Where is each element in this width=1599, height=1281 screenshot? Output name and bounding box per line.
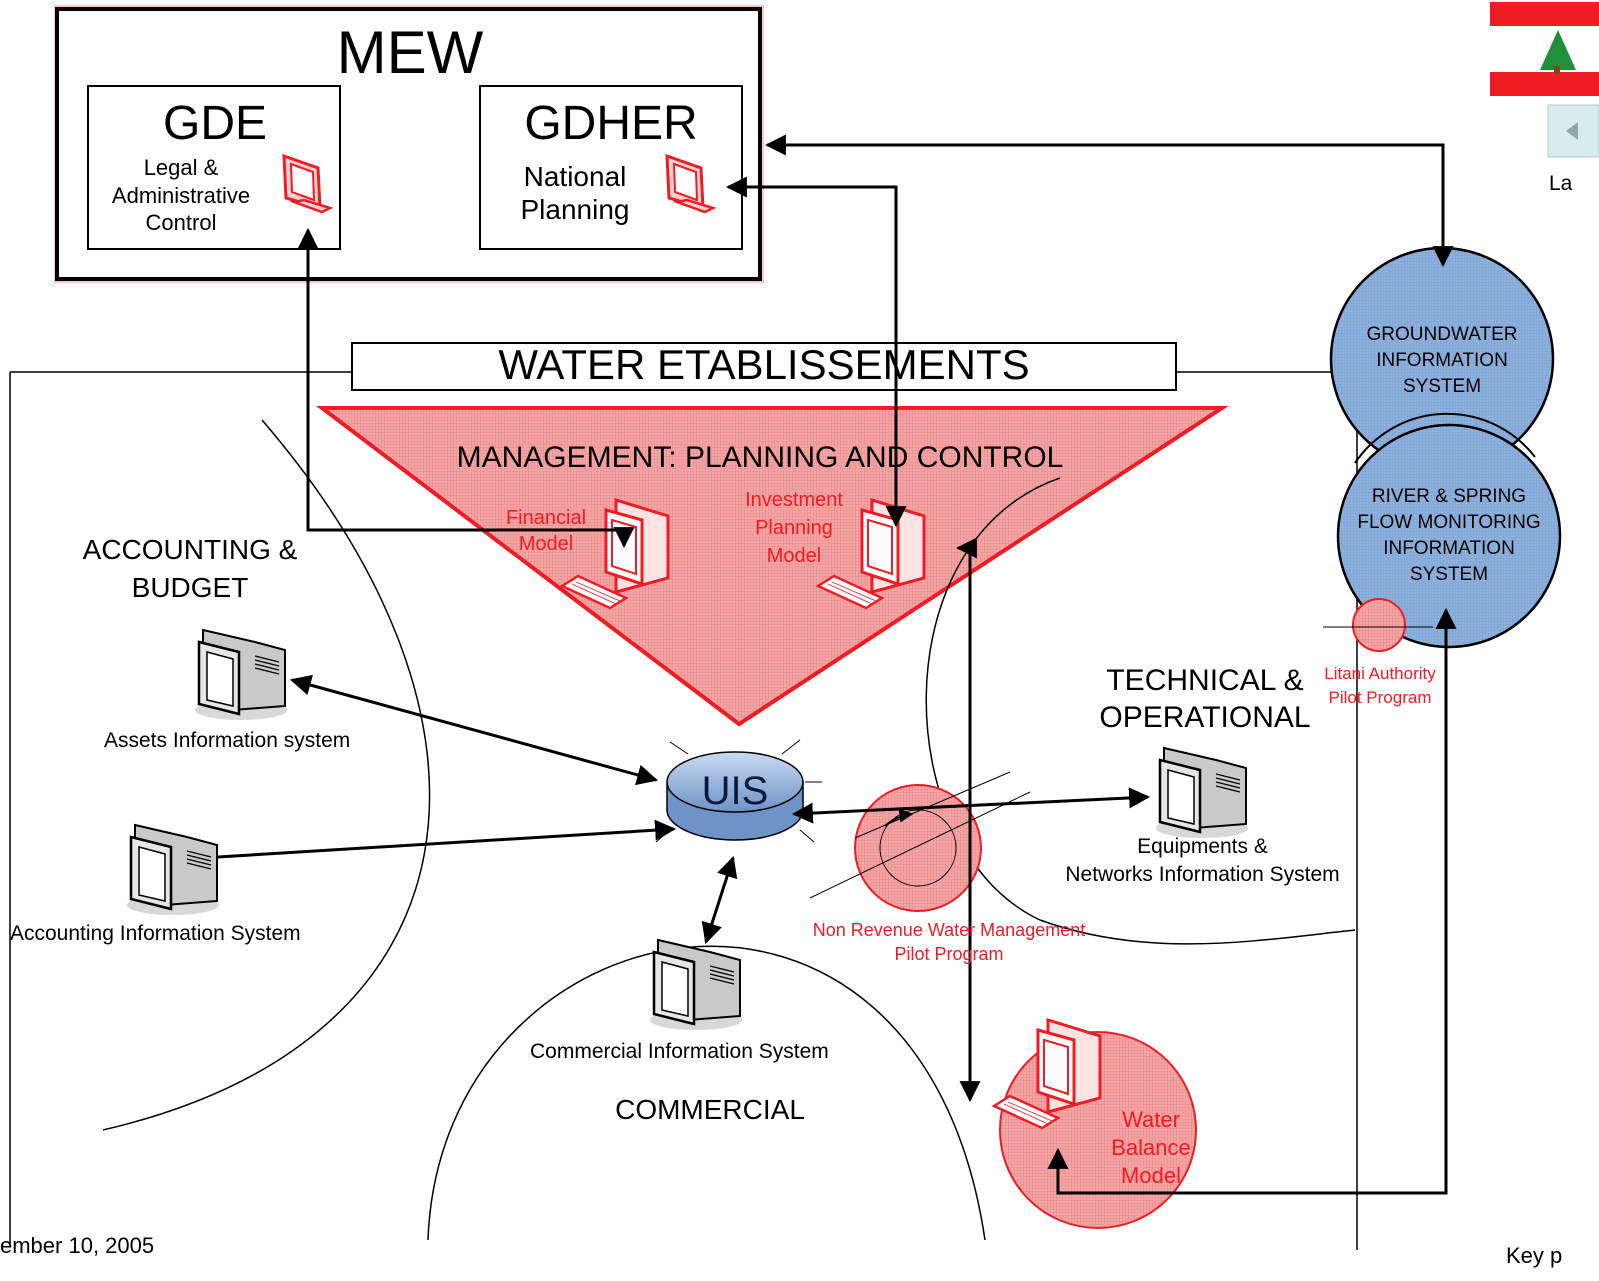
footer-right-partial: Key p (1506, 1243, 1563, 1268)
uis-database-icon (655, 739, 822, 843)
financial-model-label: Financial Model (505, 507, 587, 555)
management-title: MANAGEMENT: PLANNING AND CONTROL (456, 441, 1064, 474)
gdher-title: GDHER (524, 97, 698, 150)
nrw-pilot-circle (854, 784, 982, 912)
commercial-system-label: Commercial Information System (530, 1040, 829, 1063)
flag-icon (1490, 2, 1599, 96)
litani-pilot-circle (1352, 598, 1406, 652)
sector-accounting-label: ACCOUNTING & BUDGET (82, 534, 298, 603)
nrw-pilot-label: Non Revenue Water Management Pilot Progr… (812, 920, 1086, 965)
gde-label: Legal & Administrative Control (111, 155, 251, 236)
back-arrow-icon (1566, 122, 1578, 140)
sector-curve-accounting (102, 419, 431, 1131)
accounting-system-label: Accounting Information System (10, 922, 301, 945)
equipments-monitor-icon (1154, 746, 1250, 840)
litani-pilot-label: Litani Authority Pilot Program (1324, 664, 1436, 707)
gde-title: GDE (162, 97, 267, 150)
sector-technical-label: TECHNICAL & OPERATIONAL (1099, 664, 1311, 734)
mew-title: MEW (336, 19, 484, 86)
gdher-label: National Planning (520, 161, 630, 226)
river-label: RIVER & SPRING FLOW MONITORING INFORMATI… (1357, 486, 1541, 586)
commercial-monitor-icon (648, 938, 744, 1032)
assets-monitor-icon (193, 628, 289, 722)
nav-button-fragment[interactable] (1547, 104, 1599, 158)
water-balance-label: Water Balance Model (1111, 1107, 1191, 1188)
footer-date: ember 10, 2005 (0, 1233, 155, 1258)
investment-model-label: Investment Planning Model (745, 489, 843, 567)
sector-commercial-label: COMMERCIAL (615, 1094, 805, 1125)
accounting-monitor-icon (125, 823, 221, 917)
right-fragment-label: La (1549, 172, 1573, 195)
equipments-system-label: Equipments & Networks Information System (1065, 835, 1340, 886)
groundwater-label: GROUNDWATER INFORMATION SYSTEM (1366, 324, 1518, 398)
establishments-title: WATER ETABLISSEMENTS (498, 341, 1030, 388)
assets-system-label: Assets Information system (104, 729, 351, 752)
uis-label: UIS (701, 769, 769, 813)
